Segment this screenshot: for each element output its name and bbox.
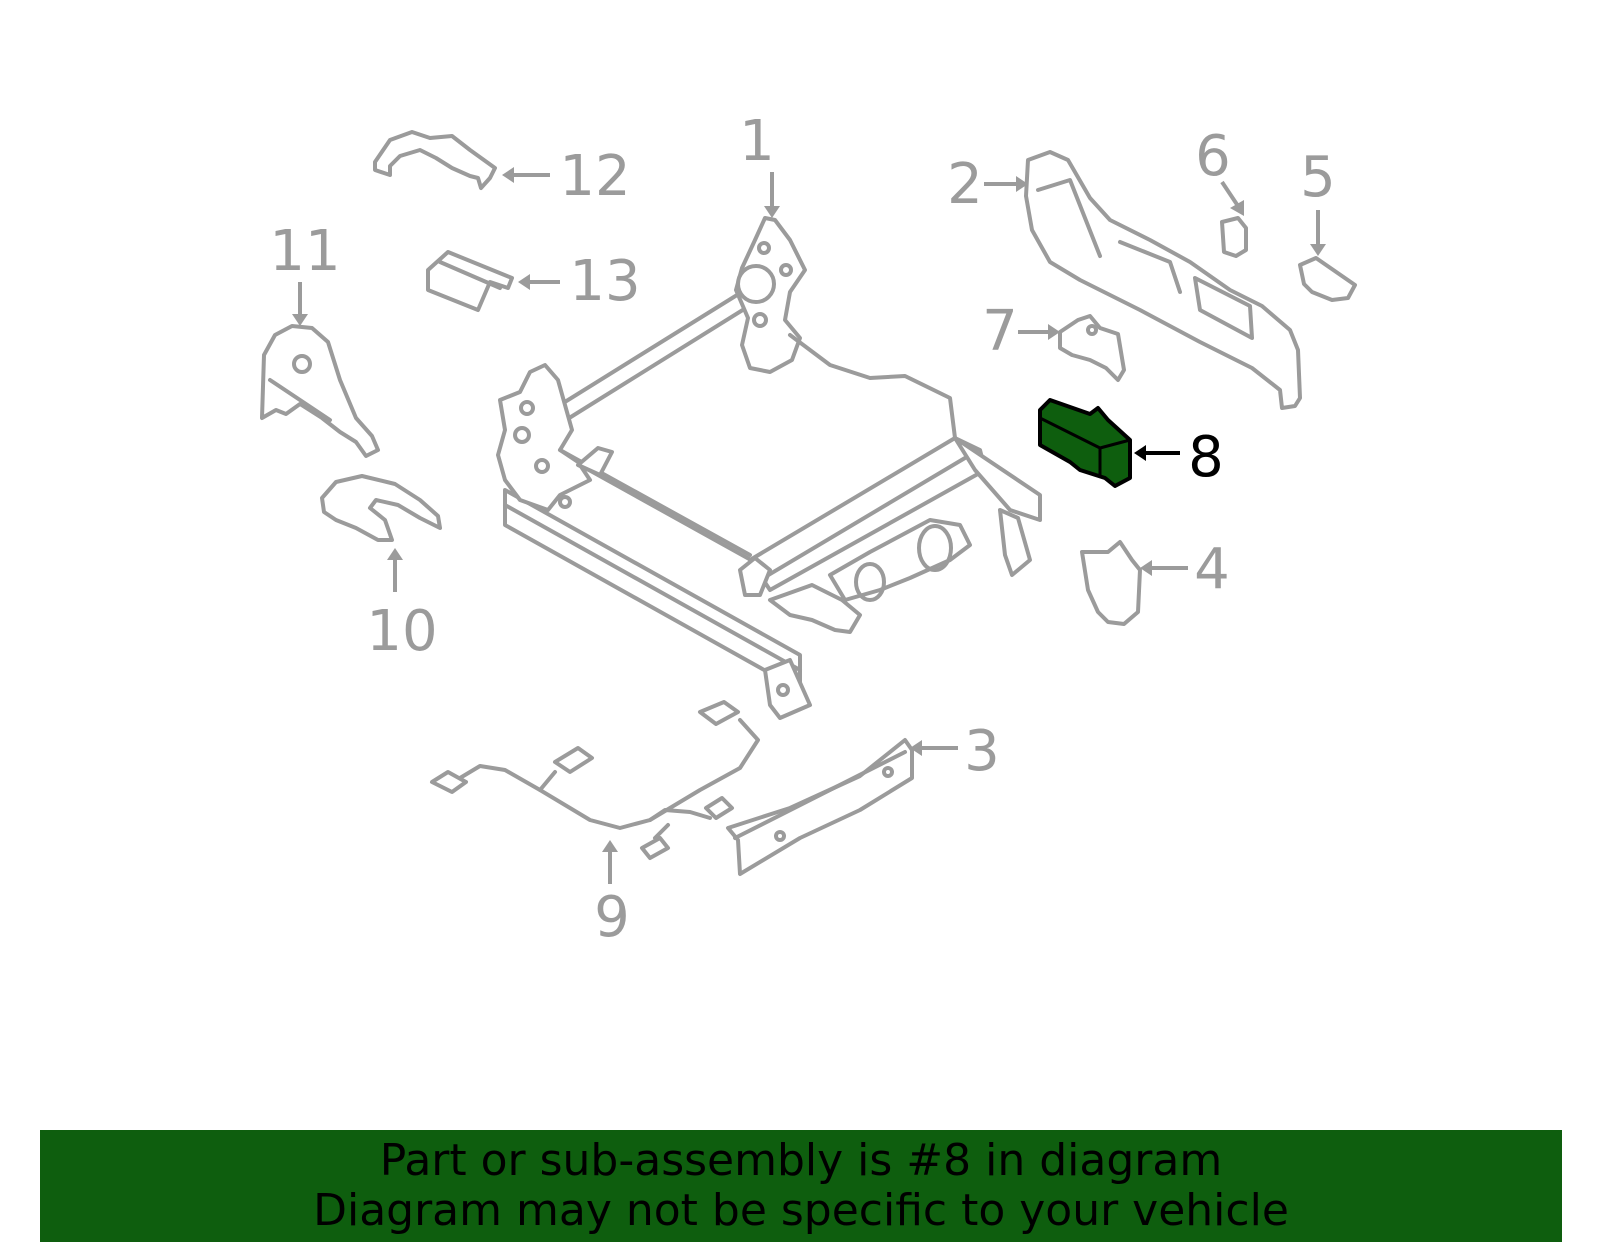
callout-13: 13 [518, 249, 641, 314]
callout-7-label: 7 [982, 299, 1018, 364]
part-12 [373, 130, 497, 190]
info-banner: Part or sub-assembly is #8 in diagram Di… [40, 1130, 1562, 1242]
callout-6: 6 [1195, 124, 1244, 216]
part-8-highlighted [1038, 398, 1132, 488]
callout-5: 5 [1300, 145, 1336, 256]
callout-11-label: 11 [269, 219, 340, 284]
callout-5-label: 5 [1300, 145, 1336, 210]
callout-3: 3 [910, 719, 1000, 784]
part-7 [1058, 314, 1126, 382]
part-13 [426, 250, 514, 312]
callout-8-label: 8 [1188, 425, 1224, 490]
callout-1: 1 [739, 109, 780, 218]
banner-line-1: Part or sub-assembly is #8 in diagram [379, 1135, 1223, 1186]
part-2 [1024, 150, 1302, 410]
callout-12-label: 12 [559, 144, 630, 209]
callout-4-label: 4 [1194, 537, 1230, 602]
callout-2: 2 [947, 152, 1028, 217]
part-10 [320, 474, 442, 542]
callout-8-active: 8 [1134, 425, 1224, 490]
banner-line-2: Diagram may not be specific to your vehi… [313, 1185, 1289, 1236]
part-5 [1298, 256, 1357, 302]
callout-1-label: 1 [739, 109, 775, 174]
part-6 [1220, 216, 1248, 258]
part-1-seat-frame [496, 216, 1042, 720]
callout-11: 11 [269, 219, 341, 326]
callout-3-label: 3 [964, 719, 1000, 784]
part-4 [1080, 540, 1142, 626]
callout-2-label: 2 [947, 152, 983, 217]
callout-10-label: 10 [366, 599, 437, 664]
callout-4: 4 [1140, 537, 1230, 602]
callout-13-label: 13 [569, 249, 640, 314]
callout-9: 9 [594, 840, 630, 950]
callout-7: 7 [982, 299, 1060, 364]
part-11 [260, 324, 380, 458]
callout-6-label: 6 [1195, 124, 1231, 189]
part-9-harness [430, 700, 760, 860]
callout-12: 12 [502, 144, 631, 209]
part-3 [726, 738, 914, 876]
callout-9-label: 9 [594, 885, 630, 950]
callout-10: 10 [366, 548, 438, 664]
